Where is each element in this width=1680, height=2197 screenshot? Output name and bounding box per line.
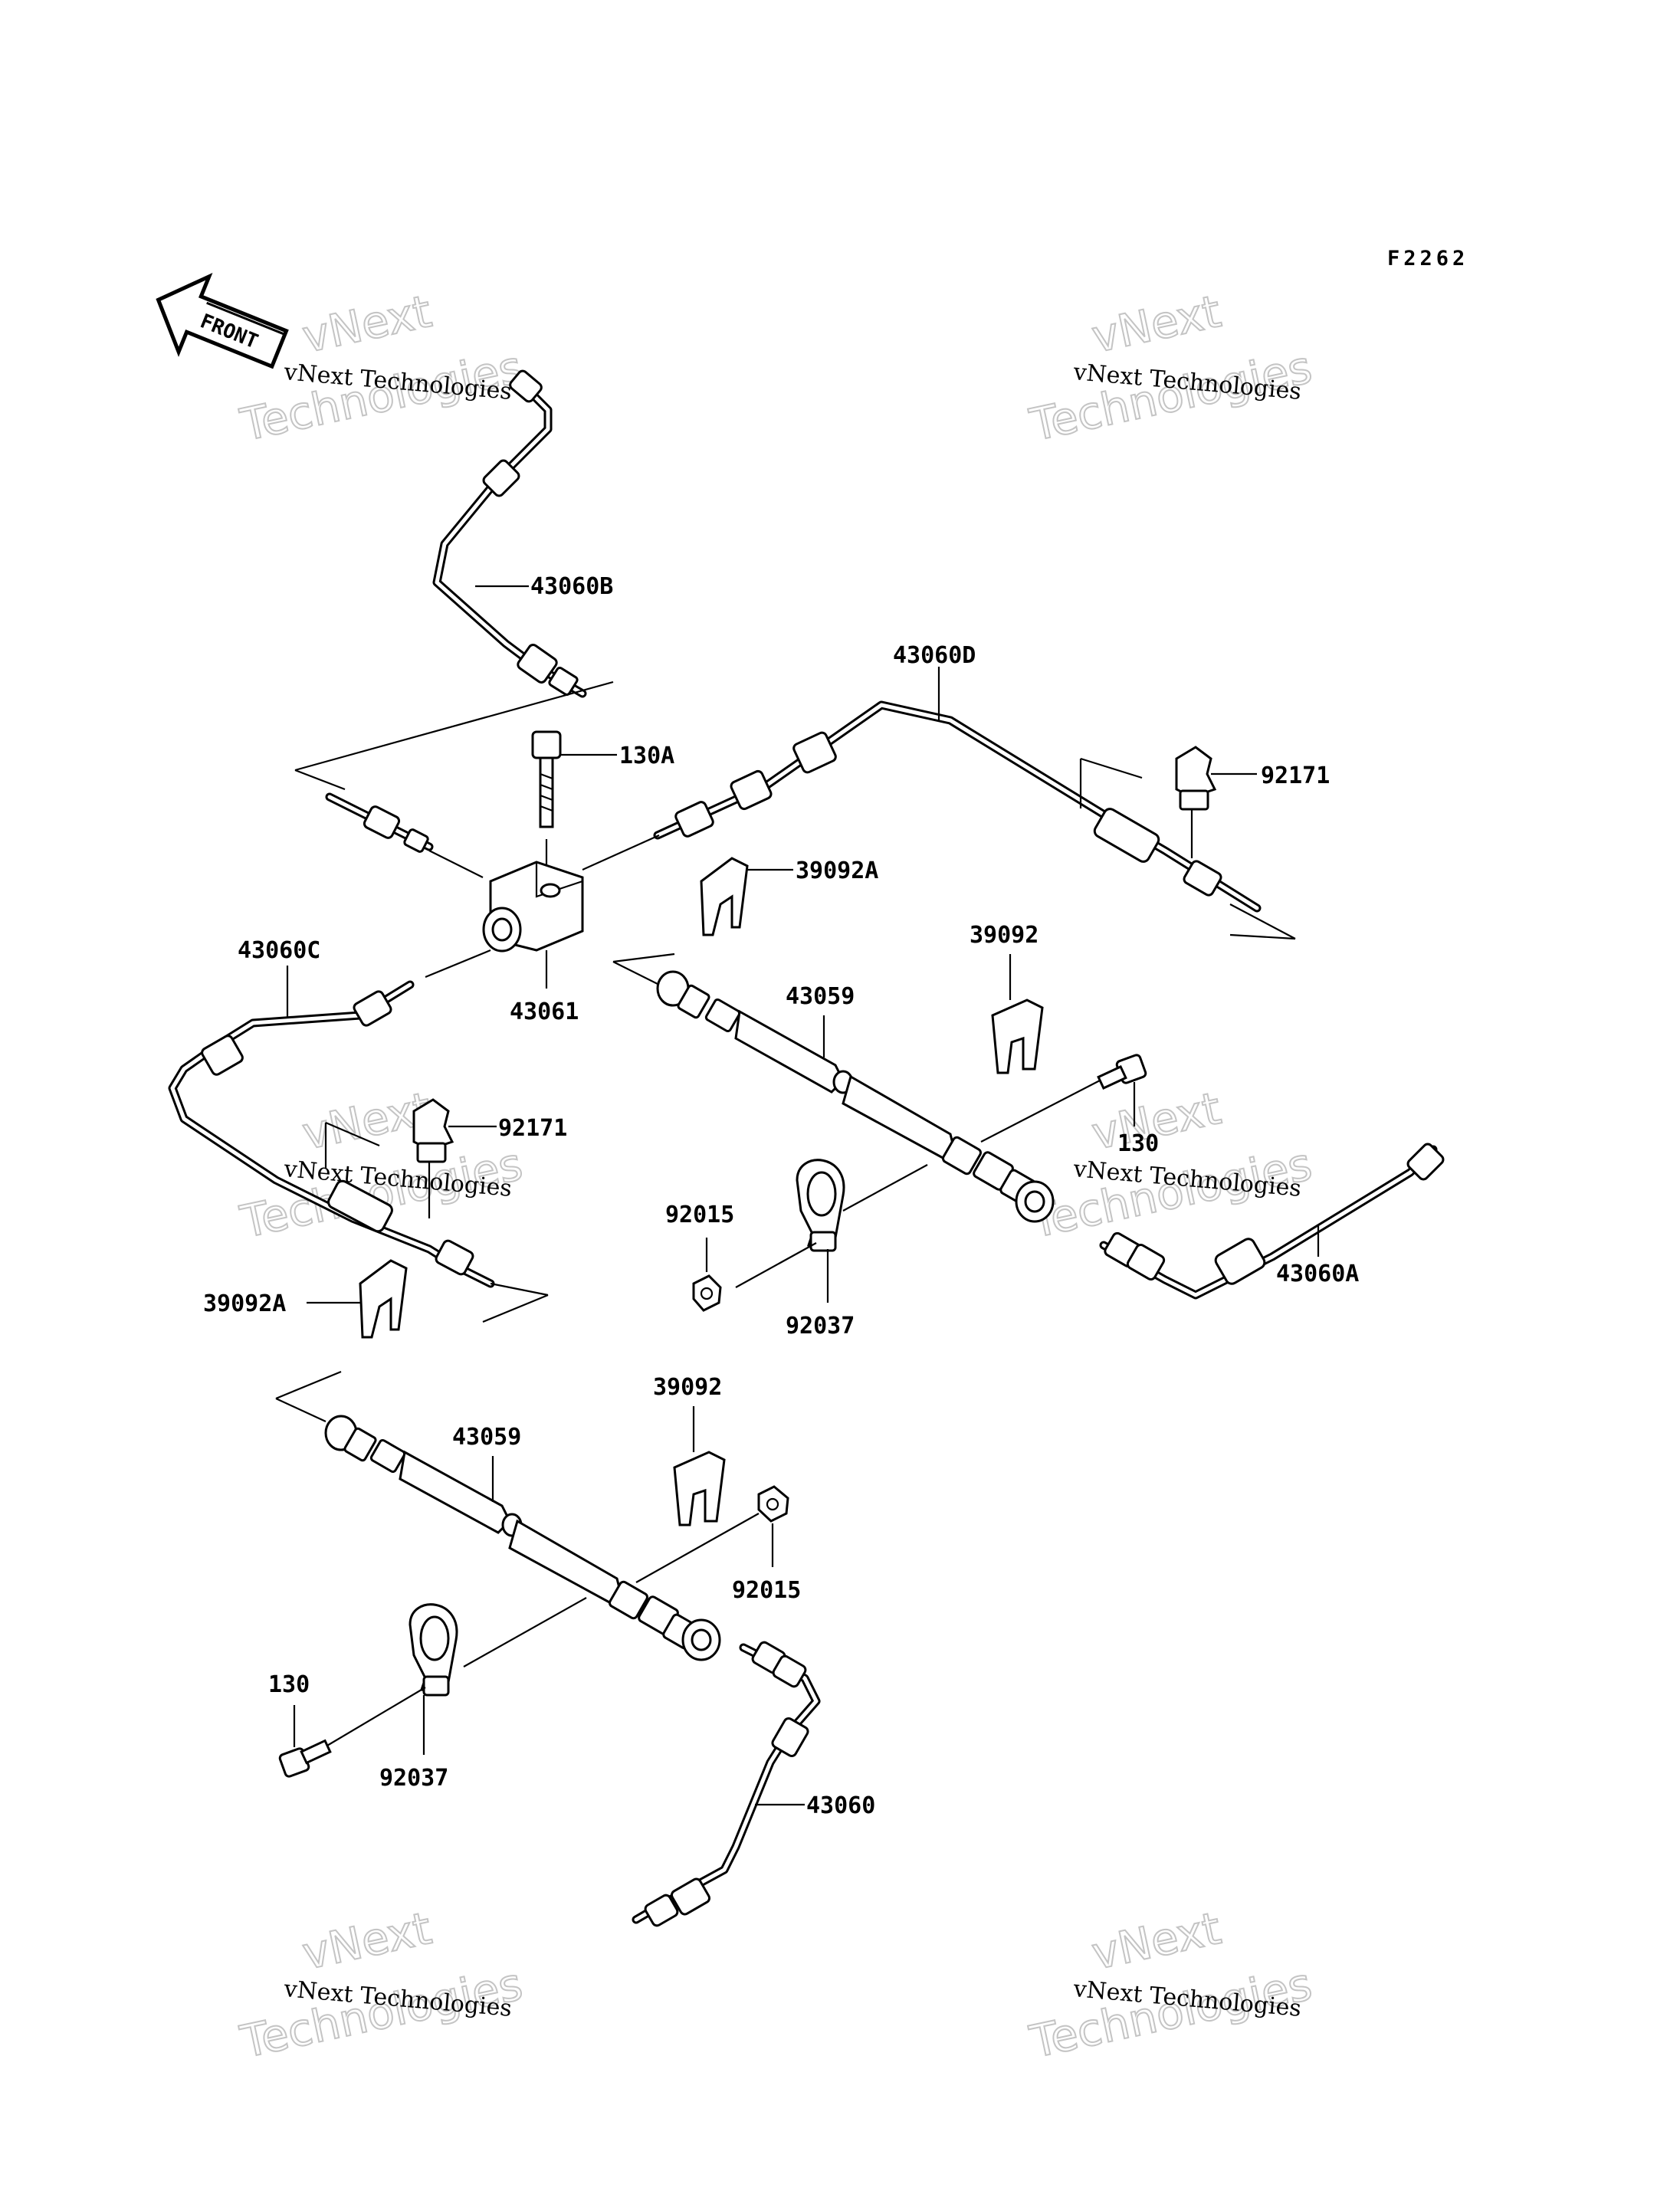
label-92015-low: 92015	[732, 1577, 801, 1604]
label-130-right: 130	[1117, 1130, 1159, 1157]
brake-hose-43059-top	[656, 970, 1055, 1223]
junction-block-43061	[482, 861, 584, 953]
label-92037-low: 92037	[379, 1765, 448, 1792]
brake-pipe-43060	[632, 1641, 821, 1927]
clip-39092-low	[673, 1451, 726, 1526]
watermark-top-left: vNext Technologies vNext Technologies	[235, 284, 528, 452]
bolt-130-right	[1097, 1054, 1147, 1090]
svg-text:vNext: vNext	[1088, 285, 1226, 363]
bolt-130a	[531, 730, 562, 828]
label-43060: 43060	[806, 1792, 875, 1819]
bolt-130-low	[278, 1739, 332, 1778]
clip-39092a-top	[700, 857, 749, 936]
clip-39092a-mid	[359, 1259, 408, 1339]
label-43059-low: 43059	[452, 1424, 521, 1451]
watermark-top-right: vNext Technologies vNext Technologies	[1025, 284, 1317, 452]
clip-92171-mid	[412, 1098, 454, 1163]
clamp-92037-low	[409, 1603, 458, 1697]
svg-text:vNext: vNext	[1088, 1902, 1226, 1980]
pipe-stub-left	[325, 792, 434, 853]
label-130a: 130A	[619, 743, 674, 769]
brake-hose-43059-low	[324, 1415, 721, 1661]
label-43060b: 43060B	[530, 573, 613, 600]
nut-92015-low	[757, 1485, 789, 1523]
label-92037-top: 92037	[786, 1313, 855, 1340]
watermark-mid-right: vNext Technologies vNext Technologies	[1025, 1081, 1317, 1249]
label-92171-mid: 92171	[498, 1115, 567, 1142]
label-43060c: 43060C	[238, 937, 320, 964]
svg-text:vNext: vNext	[298, 285, 436, 363]
front-arrow-icon: FRONT	[156, 272, 289, 369]
watermark-bottom-right: vNext Technologies vNext Technologies	[1025, 1901, 1317, 2069]
label-43059-top: 43059	[786, 983, 855, 1010]
svg-text:vNext: vNext	[298, 1902, 436, 1980]
clip-39092-top	[991, 998, 1044, 1074]
brake-pipe-43060a	[1099, 1143, 1445, 1300]
brake-pipe-43060d	[653, 700, 1262, 913]
clip-92171-top	[1175, 746, 1217, 811]
brake-pipe-43060b	[432, 369, 587, 698]
brake-pipe-43060c	[168, 980, 495, 1288]
label-130-low: 130	[268, 1671, 310, 1698]
label-39092-low: 39092	[653, 1374, 722, 1401]
label-43060a: 43060A	[1276, 1261, 1359, 1287]
label-39092-top: 39092	[970, 922, 1039, 949]
label-39092a-top: 39092A	[796, 857, 878, 884]
label-92015-top: 92015	[665, 1202, 734, 1228]
label-43061: 43061	[510, 998, 579, 1025]
watermark-bottom-left: vNext Technologies vNext Technologies	[235, 1901, 528, 2069]
label-92171-top: 92171	[1261, 762, 1330, 789]
label-39092a-mid: 39092A	[203, 1290, 286, 1317]
figure-code: F2262	[1387, 247, 1468, 271]
clamp-92037-top	[796, 1159, 845, 1252]
label-43060d: 43060D	[893, 642, 976, 669]
nut-92015-top	[692, 1274, 722, 1312]
